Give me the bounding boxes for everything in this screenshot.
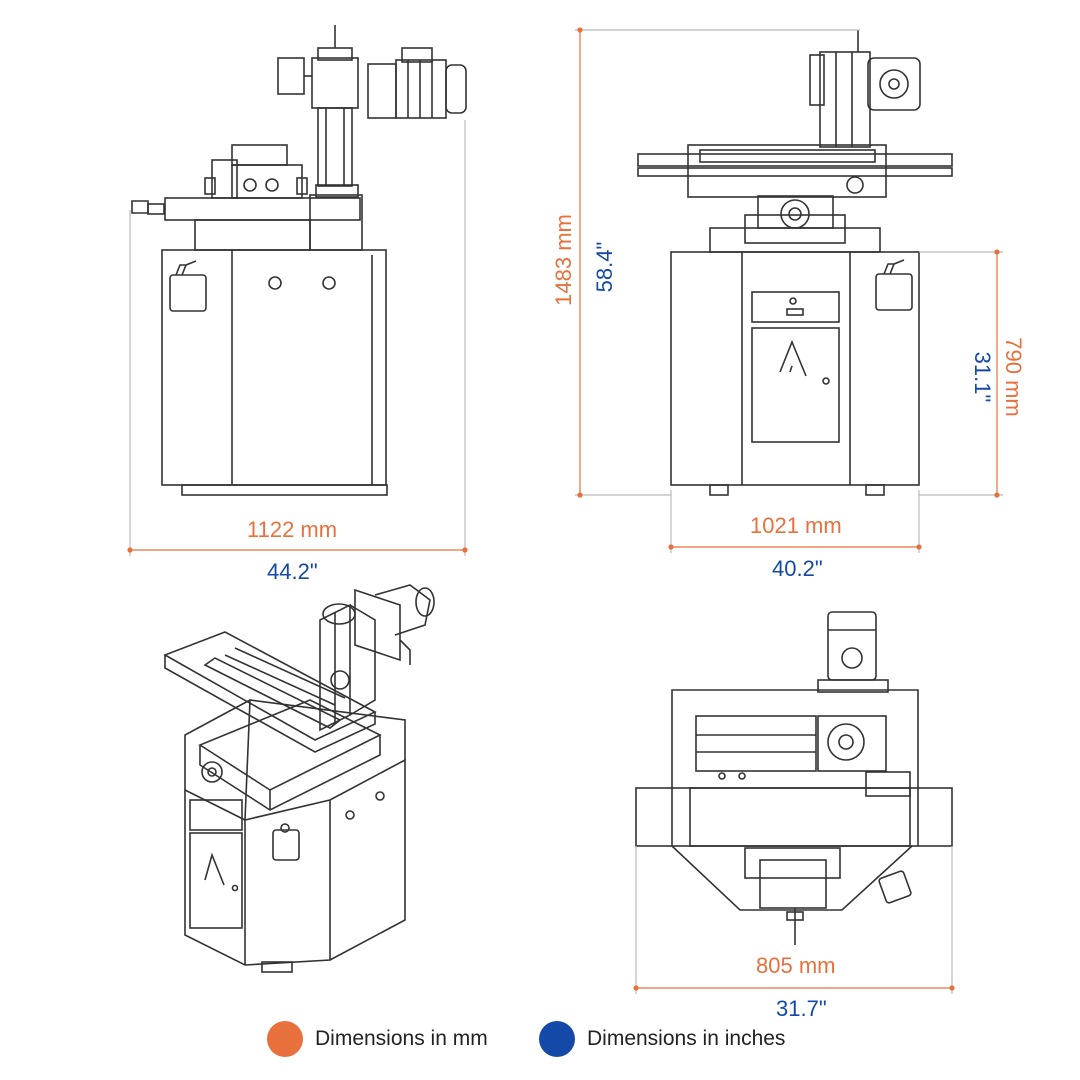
legend-item-mm: Dimensions in mm (267, 1021, 488, 1057)
isometric-view (163, 584, 435, 973)
overall-height-inch-label: 58.4" (592, 241, 617, 293)
overall-height-mm-label: 1483 mm (551, 214, 576, 306)
top-view (635, 611, 953, 945)
legend-mm-label: Dimensions in mm (315, 1027, 488, 1050)
side-width-inch-label: 44.2" (267, 559, 318, 584)
cabinet-height-mm-label: 790 mm (1001, 337, 1026, 417)
front-view (637, 30, 953, 496)
front-width-mm-label: 1021 mm (750, 513, 842, 538)
legend-mm-swatch (267, 1021, 303, 1057)
dimension-lines (127, 27, 1003, 994)
legend-inch-swatch (539, 1021, 575, 1057)
top-depth-mm-label: 805 mm (756, 953, 836, 978)
top-depth-inch-label: 31.7" (776, 996, 827, 1021)
side-width-mm-label: 1122 mm (247, 517, 338, 542)
cabinet-height-inch-label: 31.1" (970, 351, 995, 403)
legend-item-inches: Dimensions in inches (539, 1021, 785, 1057)
legend-inch-label: Dimensions in inches (587, 1027, 786, 1050)
side-view (131, 25, 467, 496)
front-width-inch-label: 40.2" (772, 556, 823, 581)
